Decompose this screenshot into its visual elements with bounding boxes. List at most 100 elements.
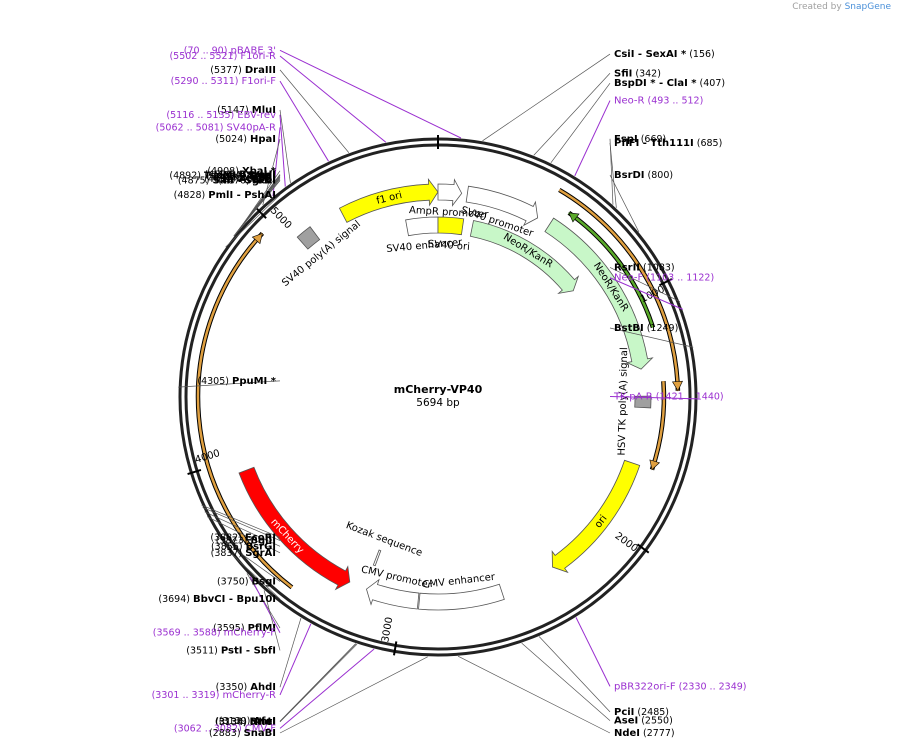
site-name: CsiI bbox=[614, 49, 634, 60]
feature-neor-kanr-inner[interactable] bbox=[469, 220, 580, 294]
site-name: BglII bbox=[250, 536, 276, 547]
enzyme-pcii[interactable]: PciI (2485) bbox=[614, 707, 669, 718]
site-name: - XmaI bbox=[236, 171, 276, 182]
leader-ecori bbox=[201, 504, 281, 538]
primer-tk-pa-r[interactable]: TK-pA-R (1421 .. 1440) bbox=[613, 391, 724, 402]
tick-label-5000: 5000 bbox=[268, 205, 294, 231]
feature-sv40-enhancer[interactable] bbox=[405, 216, 439, 237]
credit-prefix: Created by bbox=[792, 2, 842, 12]
site-position: (3873) bbox=[216, 536, 251, 547]
site-position: (493 .. 512) bbox=[645, 96, 704, 107]
leader-bsrdi bbox=[609, 174, 640, 233]
enzyme-snabi[interactable]: (2883) SnaBI bbox=[209, 728, 276, 739]
enzyme-csii[interactable]: CsiI - SexAI * (156) bbox=[614, 49, 715, 60]
primer-pbr322ori-f[interactable]: pBR322ori-F (2330 .. 2349) bbox=[614, 681, 747, 692]
enzyme-ndei[interactable]: NdeI (2777) bbox=[614, 728, 675, 739]
primer-mcherry-r[interactable]: (3301 .. 3319) mCherry-R bbox=[152, 690, 276, 701]
feature-mcherry[interactable] bbox=[238, 466, 351, 591]
enzyme-bstbi[interactable]: BstBI (1249) bbox=[614, 323, 678, 334]
site-position: (5147) bbox=[217, 105, 252, 116]
enzyme-pflmi[interactable]: (3595) PflMI bbox=[213, 623, 276, 634]
primer-neo-r[interactable]: Neo-R (493 .. 512) bbox=[614, 96, 703, 107]
enzyme-pmli[interactable]: (4828) PmlI - PshAI bbox=[174, 190, 276, 201]
snapgene-logo[interactable]: SnapGene bbox=[844, 2, 891, 12]
enzyme-bsrgi[interactable]: (3856) BsrGI bbox=[211, 541, 276, 552]
site-position: (4888) bbox=[214, 172, 249, 183]
enzyme-bsgi[interactable]: (3750) BsgI bbox=[217, 576, 276, 587]
site-name: - SexAI * bbox=[634, 49, 686, 60]
enzyme-draiii[interactable]: (5377) DraIII bbox=[210, 65, 276, 76]
site-name: TK-pA-R bbox=[613, 391, 653, 402]
enzyme-tspmi[interactable]: (4892) TspMI - XmaI bbox=[169, 171, 276, 182]
enzyme-xbai[interactable]: (4908) XbaI * bbox=[207, 166, 276, 177]
enzyme-kpni[interactable]: (4885) KpnI bbox=[216, 173, 276, 184]
site-name: AfeI bbox=[253, 716, 276, 727]
site-name: CMV-F bbox=[245, 723, 276, 734]
enzyme-pflfi[interactable]: PflFI - Tth111I (685) bbox=[614, 138, 722, 149]
feature-sv40-ori[interactable] bbox=[437, 216, 465, 236]
enzyme-sacii[interactable]: (4888) SacII bbox=[214, 172, 276, 183]
primer-f1ori-f[interactable]: (5290 .. 5311) F1ori-F bbox=[171, 76, 277, 87]
site-position: (5502 .. 5521) bbox=[169, 51, 240, 62]
enzyme-mlui[interactable]: (5147) MluI bbox=[217, 105, 276, 116]
site-position: (800) bbox=[645, 170, 674, 181]
feature-sv40-poly-a-signal[interactable] bbox=[296, 226, 321, 250]
feature-sv40-promoter[interactable] bbox=[465, 185, 539, 227]
enzyme-fspi[interactable]: FspI (669) bbox=[614, 134, 666, 145]
feature-kozak-sequence[interactable] bbox=[372, 549, 382, 567]
enzyme-asei[interactable]: AseI (2550) bbox=[614, 716, 673, 727]
enzyme-ppumi[interactable]: (4305) PpuMI * bbox=[197, 376, 276, 387]
primer-cmv-f[interactable]: (3062 .. 3082) CMV-F bbox=[174, 723, 276, 734]
site-name: MluI bbox=[252, 105, 276, 116]
enzyme-ahdi[interactable]: (3350) AhdI bbox=[216, 682, 276, 693]
feature-f1-ori[interactable] bbox=[338, 177, 439, 223]
enzyme-sali[interactable]: (4875) SalI - SgrDI bbox=[178, 176, 276, 187]
primer-mcherry-f[interactable]: (3569 .. 3588) mCherry-F bbox=[153, 628, 276, 639]
primer-neo-f[interactable]: Neo-F (1103 .. 1122) bbox=[614, 273, 714, 284]
enzyme-acc65i[interactable]: (4881) Acc65I bbox=[204, 174, 276, 185]
enzyme-sfii[interactable]: SfiI (342) bbox=[614, 68, 661, 79]
enzyme-bspdi[interactable]: BspDI * - ClaI * (407) bbox=[614, 78, 725, 89]
site-name: EcoRI bbox=[245, 532, 276, 543]
enzyme-ecori[interactable]: (3882) EcoRI bbox=[210, 532, 276, 543]
enzyme-smai[interactable]: (4894) SmaI bbox=[213, 170, 276, 181]
site-position: (1421 .. 1440) bbox=[653, 391, 724, 402]
site-position: (3062 .. 3082) bbox=[174, 723, 245, 734]
leader-pmli bbox=[225, 194, 281, 248]
enzyme-psti[interactable]: (3511) PstI - SbfI bbox=[186, 645, 276, 656]
feature-cmv-promoter[interactable] bbox=[366, 578, 420, 610]
enzyme-bglii[interactable]: (3873) BglII bbox=[216, 536, 276, 547]
feature-ori[interactable] bbox=[551, 459, 641, 574]
primer-f1ori-r[interactable]: (5502 .. 5521) F1ori-R bbox=[169, 51, 276, 62]
site-position: (2883) bbox=[209, 728, 244, 739]
enzyme-bsrdi[interactable]: BsrDI (800) bbox=[614, 170, 673, 181]
feature-cmv-enhancer[interactable] bbox=[418, 583, 505, 611]
enzyme-afei[interactable]: (3139) AfeI bbox=[219, 716, 276, 727]
primer-ebv-rev[interactable]: (5116 .. 5135) EBV-rev bbox=[166, 110, 276, 121]
enzyme-bmti[interactable]: (3138) BmtI bbox=[215, 716, 276, 727]
enzyme-sgrai[interactable]: (3837) SgrAI bbox=[211, 548, 276, 559]
site-name: PflFI bbox=[614, 138, 639, 149]
site-position: (3856) bbox=[211, 541, 246, 552]
enzyme-nhei[interactable]: (3134) NheI bbox=[215, 717, 276, 728]
site-position: (4892) bbox=[169, 171, 204, 182]
site-name: pBABE 3' bbox=[230, 45, 276, 56]
leader-bspdi bbox=[550, 83, 611, 163]
enzyme-bbvci[interactable]: (3694) BbvCI - Bpu10I bbox=[158, 594, 276, 605]
leader-nhei bbox=[279, 643, 358, 723]
enzyme-bamhi[interactable]: (4896) BamHI bbox=[205, 169, 277, 180]
primer-pbabe-3[interactable]: (70 .. 90) pBABE 3' bbox=[184, 45, 276, 56]
enzyme-acci[interactable]: (4876) AccI bbox=[218, 175, 276, 186]
site-name: BstBI bbox=[614, 323, 644, 334]
leader-sgrai bbox=[207, 516, 281, 554]
site-name: - Tth111I bbox=[639, 138, 693, 149]
site-name: BsgI bbox=[252, 576, 276, 587]
enzyme-rsrii[interactable]: RsrII (1083) bbox=[614, 262, 675, 273]
primer-sv40pa-r[interactable]: (5062 .. 5081) SV40pA-R bbox=[156, 122, 276, 133]
site-name: RsrII bbox=[614, 262, 640, 273]
site-position: (3750) bbox=[217, 576, 252, 587]
leader-ppumi bbox=[178, 380, 281, 388]
feature-ampr-promoter[interactable] bbox=[437, 178, 463, 207]
enzyme-hpai[interactable]: (5024) HpaI bbox=[215, 134, 276, 145]
